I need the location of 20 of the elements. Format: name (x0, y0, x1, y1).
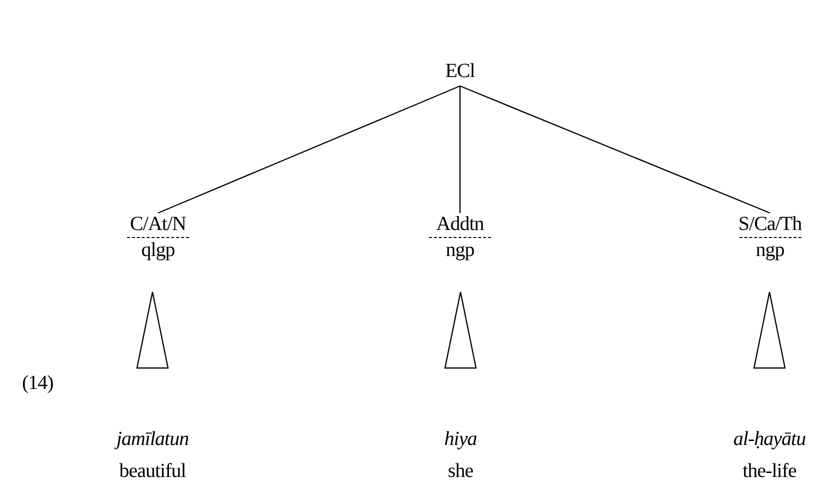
root-label: ECl (445, 60, 475, 82)
gloss-word: she (448, 460, 474, 482)
function-label: C/At/N (130, 213, 186, 235)
arabic-word: al-ḥayātu (733, 428, 806, 450)
triangle-symbol (754, 292, 785, 368)
gloss-word: beautiful (119, 460, 186, 482)
triangle-symbol (445, 292, 476, 368)
class-label: ngp (446, 239, 474, 261)
triangle-symbol (137, 292, 168, 368)
gloss-word: the-life (742, 460, 796, 482)
arabic-word: jamīlatun (116, 428, 189, 450)
class-label: ngp (756, 239, 784, 261)
arabic-word: hiya (444, 428, 477, 450)
function-label: S/Ca/Th (738, 213, 802, 235)
example-number: (14) (22, 372, 54, 394)
tree-branch (460, 85, 770, 214)
tree-branch (459, 86, 461, 213)
function-label: Addtn (436, 213, 484, 235)
tree-branch (158, 85, 460, 214)
class-label: qlgp (141, 239, 175, 261)
